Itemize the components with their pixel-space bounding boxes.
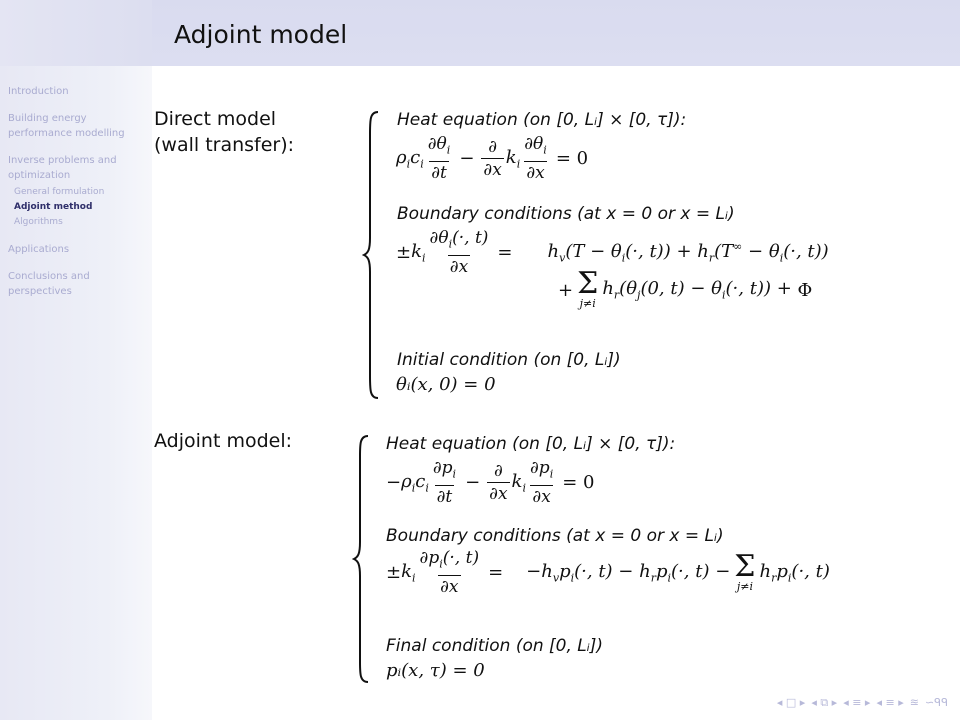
direct-heat-header: Heat equation (on [0, Lᵢ] × [0, τ]): <box>397 110 687 130</box>
direct-ic-equation: θᵢ(x, 0) = 0 <box>396 374 496 395</box>
direct-heat-equation: ρici ∂θi∂t − ∂∂x ki ∂θi∂x = 0 <box>396 134 589 184</box>
direct-brace <box>362 110 380 400</box>
nav-search-icon[interactable]: ∽ᑫᑫ <box>924 696 948 709</box>
sidebar-header-band <box>0 0 152 66</box>
direct-bc-header: Boundary conditions (at x = 0 or x = Lᵢ) <box>397 204 735 224</box>
nav-frame-icon[interactable]: ◂ ⧉ ▸ <box>811 696 838 709</box>
adjoint-fc-equation: pᵢ(x, τ) = 0 <box>386 660 485 681</box>
frame-header: Adjoint model <box>152 0 960 66</box>
page-title: Adjoint model <box>174 20 348 49</box>
sidebar-item-inverse-problems[interactable]: Inverse problems and optimization <box>8 155 117 181</box>
direct-model-label-line1: Direct model <box>154 108 277 130</box>
nav-left-arrow-icon[interactable]: ◂ □ ▸ <box>776 696 806 709</box>
direct-ic-header: Initial condition (on [0, Lᵢ]) <box>397 350 621 370</box>
nav-subsection-icon[interactable]: ◂ ≡ ▸ <box>876 696 904 709</box>
sidebar-subitem-general-formulation[interactable]: General formulation <box>14 187 105 197</box>
adjoint-bc-header: Boundary conditions (at x = 0 or x = Lᵢ) <box>386 526 724 546</box>
beamer-navigation: ◂ □ ▸ ◂ ⧉ ▸ ◂ ≡ ▸ ◂ ≡ ▸ ≊ ∽ᑫᑫ <box>777 696 948 710</box>
nav-section-icon[interactable]: ◂ ≡ ▸ <box>843 696 871 709</box>
adjoint-fc-header: Final condition (on [0, Lᵢ]) <box>386 636 604 656</box>
direct-bc-equation: ±ki ∂θi(·, t)∂x = hv(T − θi(·, t)) + hr(… <box>396 228 829 278</box>
direct-model-label-line2: (wall transfer): <box>154 134 295 156</box>
sidebar-subitem-algorithms[interactable]: Algorithms <box>14 217 63 227</box>
nav-appendix-icon[interactable]: ≊ <box>909 696 919 709</box>
adjoint-heat-header: Heat equation (on [0, Lᵢ] × [0, τ]): <box>386 434 676 454</box>
sidebar-item-introduction[interactable]: Introduction <box>8 86 69 97</box>
slide-body: Direct model (wall transfer): Heat equat… <box>152 66 960 720</box>
adjoint-heat-equation: −ρici ∂pi∂t − ∂∂x ki ∂pi∂x = 0 <box>386 458 595 508</box>
sidebar-subitem-adjoint-method[interactable]: Adjoint method <box>14 202 93 212</box>
adjoint-model-label: Adjoint model: <box>154 430 293 452</box>
sidebar-item-building-energy[interactable]: Building energy performance modelling <box>8 113 125 139</box>
adjoint-bc-equation: ±ki ∂pi(·, t)∂x = −hvpi(·, t) − hrpi(·, … <box>386 548 830 598</box>
adjoint-brace <box>352 434 370 684</box>
sidebar: Introduction Building energy performance… <box>0 0 152 720</box>
sidebar-item-conclusions[interactable]: Conclusions and perspectives <box>8 271 90 297</box>
direct-model-label: Direct model (wall transfer): <box>154 106 294 158</box>
sidebar-item-applications[interactable]: Applications <box>8 244 70 255</box>
table-of-contents: Introduction Building energy performance… <box>8 84 148 311</box>
